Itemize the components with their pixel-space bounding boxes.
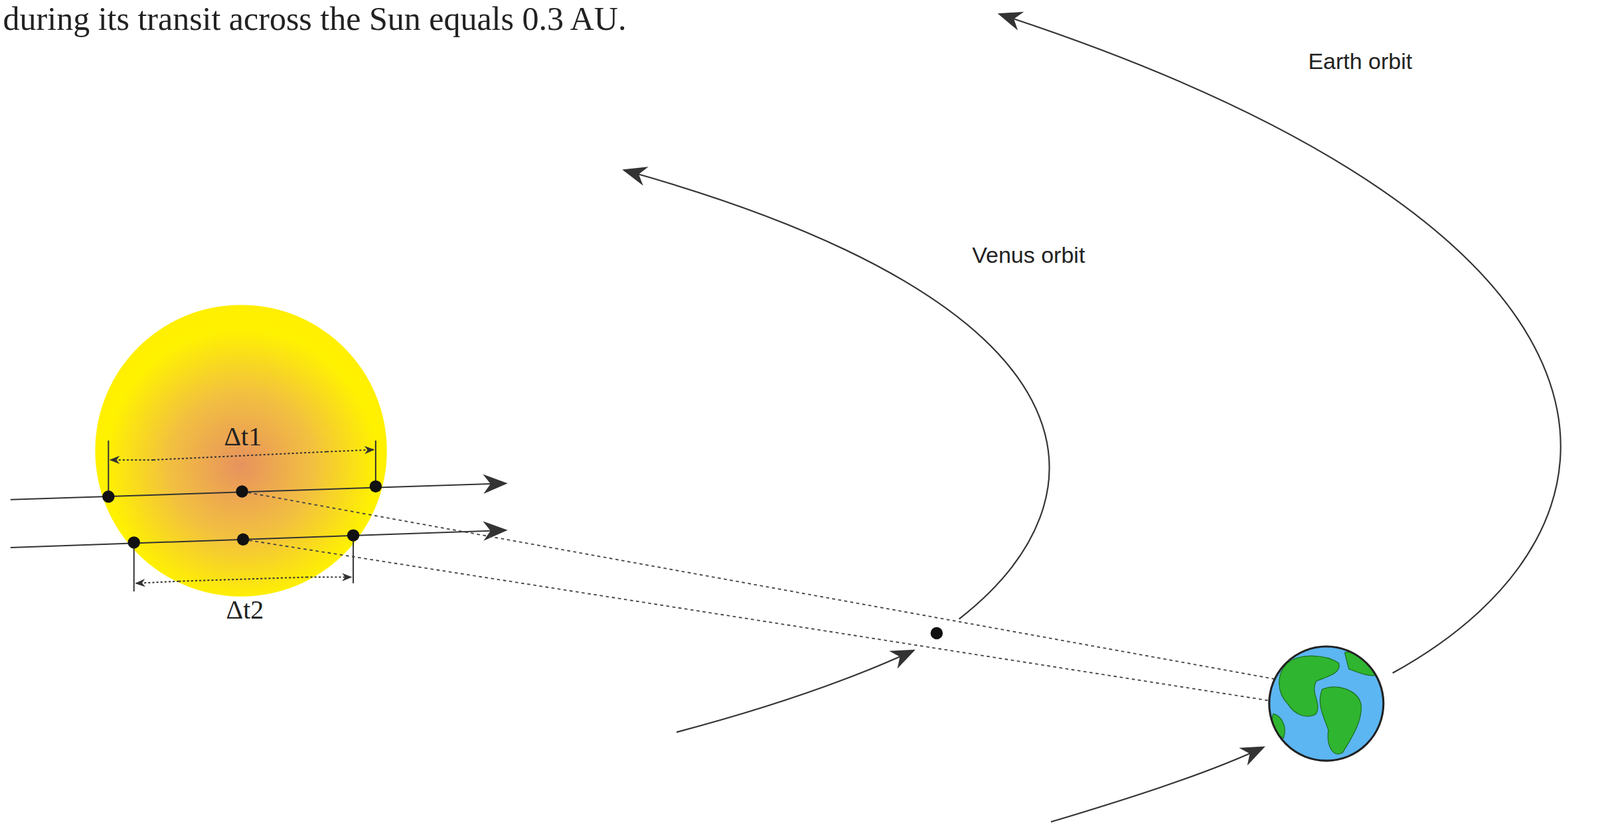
time-label: Δt2: [225, 594, 264, 626]
venus-path: [10, 483, 506, 500]
earth-orbit: [999, 14, 1561, 674]
orbit-label: Earth orbit: [1307, 48, 1413, 75]
orbit-label: Venus orbit: [971, 242, 1085, 269]
caption-text: during its transit across the Sun equals…: [3, 0, 627, 39]
dimension-bracket: [108, 440, 376, 592]
earth: [1269, 646, 1384, 761]
venus-path: [10, 530, 506, 548]
sight-line: [242, 491, 1276, 702]
time-label: Δt1: [223, 421, 262, 453]
venus-orbit: [676, 650, 913, 733]
venus-orbit: [624, 170, 1050, 620]
sun: [94, 304, 387, 597]
venus-position: [102, 480, 943, 640]
earth-orbit: [1050, 747, 1264, 822]
